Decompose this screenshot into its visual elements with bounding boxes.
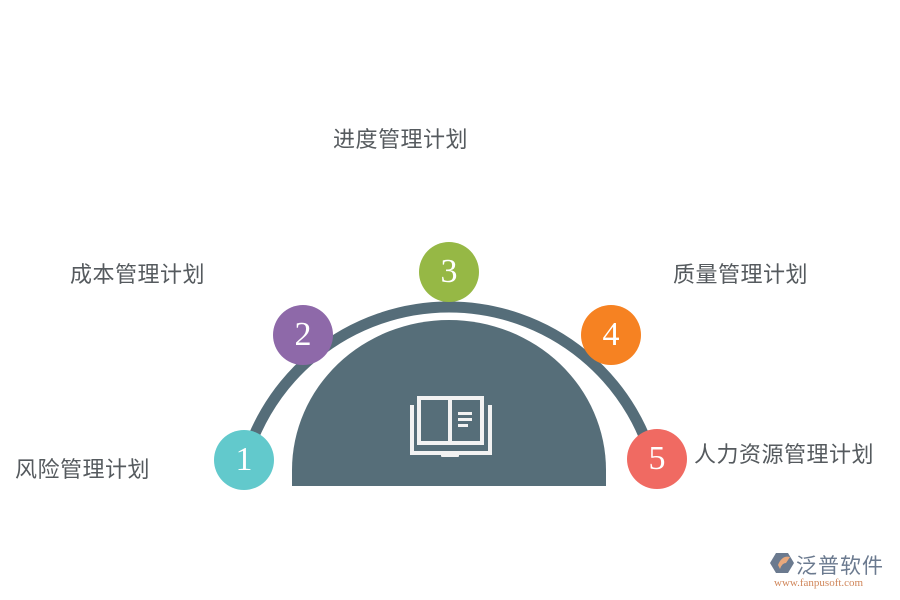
step-number: 1 [235, 441, 253, 478]
step-label-3: 进度管理计划 [333, 128, 469, 153]
step-node-1: 1 [214, 430, 274, 490]
step-label-4: 质量管理计划 [673, 263, 809, 288]
watermark-logo: 泛普软件 www.fanpusoft.com [770, 550, 895, 595]
step-label-2: 成本管理计划 [70, 263, 206, 288]
step-number: 2 [294, 316, 312, 353]
watermark-name: 泛普软件 [796, 554, 884, 578]
step-label-5: 人力资源管理计划 [694, 443, 875, 468]
step-number: 3 [440, 253, 458, 290]
step-number: 4 [602, 316, 620, 353]
step-node-4: 4 [581, 305, 641, 365]
step-label-1: 风险管理计划 [15, 458, 151, 483]
watermark-url: www.fanpusoft.com [774, 577, 864, 589]
step-node-3: 3 [419, 242, 479, 302]
step-number: 5 [648, 440, 666, 477]
book-text-lines [441, 412, 472, 457]
step-node-2: 2 [273, 305, 333, 365]
step-node-5: 5 [627, 429, 687, 489]
fanpu-logo-icon [770, 553, 794, 573]
outer-arc [235, 301, 663, 480]
